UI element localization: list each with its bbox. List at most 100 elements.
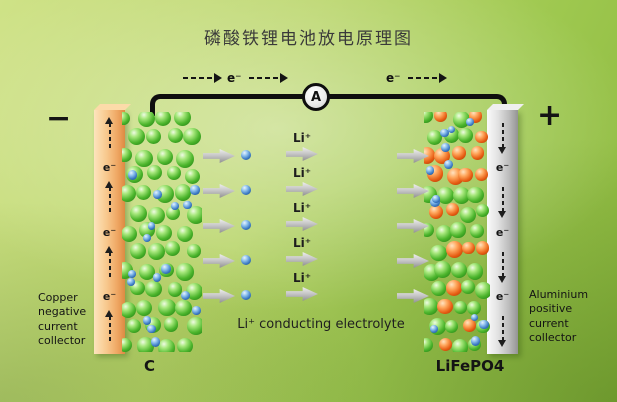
iron-phosphate-sphere	[434, 112, 447, 122]
electron-arrow-icon	[183, 73, 222, 83]
carbon-sphere	[167, 282, 183, 297]
carbon-sphere	[434, 260, 451, 278]
arrow-right-icon	[286, 286, 318, 302]
iron-phosphate-sphere	[474, 167, 489, 182]
carbon-sphere	[435, 225, 452, 242]
iron-phosphate-sphere	[470, 146, 485, 161]
collector-electron-label: e⁻	[102, 161, 117, 175]
graphite-electrode	[122, 112, 202, 352]
arrow-right-icon	[397, 183, 429, 199]
aluminium-caption: Aluminium positive current collector	[529, 288, 589, 344]
carbon-sphere	[136, 337, 154, 352]
carbon-sphere	[147, 206, 166, 225]
carbon-sphere	[135, 184, 151, 200]
carbon-sphere	[450, 222, 466, 238]
lithium-ion-sphere	[152, 190, 162, 199]
carbon-sphere	[168, 127, 184, 143]
carbon-sphere	[460, 280, 476, 295]
positive-terminal: +	[537, 98, 563, 133]
electron-flow-left: e⁻	[183, 71, 289, 85]
carbon-sphere	[122, 112, 130, 126]
negative-terminal: −	[46, 101, 72, 136]
lithium-ion-dot	[241, 290, 251, 300]
carbon-sphere	[176, 149, 195, 168]
lithium-ion-sphere	[161, 263, 171, 274]
lithium-ion-dot	[241, 185, 251, 195]
carbon-sphere	[135, 149, 153, 167]
electron-up-arrow-icon	[105, 117, 113, 149]
carbon-sphere	[122, 337, 133, 352]
carbon-sphere	[424, 298, 438, 316]
arrow-right-icon	[397, 253, 429, 269]
collector-electron-label: e⁻	[102, 225, 117, 239]
arrow-right-icon	[203, 148, 235, 164]
carbon-sphere	[122, 148, 132, 163]
lithium-ion-sphere	[171, 202, 179, 210]
carbon-sphere	[452, 187, 470, 205]
carbon-sphere	[466, 301, 481, 316]
carbon-sphere	[122, 225, 138, 243]
electron-up-arrow-icon	[105, 309, 113, 341]
carbon-sphere	[174, 184, 192, 201]
lithium-ion-sphere	[128, 269, 137, 278]
carbon-sphere	[426, 129, 443, 146]
lithium-ion-sphere	[150, 337, 161, 347]
carbon-sphere	[122, 262, 133, 280]
electron-down-arrow-icon	[498, 315, 506, 347]
carbon-sphere	[145, 129, 162, 145]
carbon-sphere	[424, 112, 433, 123]
collector-electron-label: e⁻	[495, 161, 510, 175]
ion-label-group: Li⁺	[286, 201, 318, 232]
carbon-sphere	[145, 280, 162, 297]
carbon-sphere	[137, 112, 155, 127]
carbon-sphere	[459, 206, 477, 224]
iron-phosphate-sphere	[458, 168, 473, 183]
carbon-sphere	[187, 206, 202, 225]
carbon-sphere	[146, 165, 162, 181]
iron-phosphate-sphere	[434, 148, 451, 165]
arrow-right-icon	[397, 148, 429, 164]
lithium-ion-sphere	[440, 143, 450, 152]
carbon-sphere	[175, 300, 192, 317]
carbon-sphere	[129, 242, 146, 259]
carbon-sphere	[424, 338, 433, 352]
collector-electron-label: e⁻	[102, 289, 117, 303]
arrow-right-icon	[286, 216, 318, 232]
collector-electron-label: e⁻	[495, 289, 510, 303]
ion-label-group: Li⁺	[286, 271, 318, 302]
lithium-ion-sphere	[470, 313, 479, 322]
carbon-sphere	[130, 205, 147, 223]
lithium-ion-sphere	[182, 200, 192, 210]
electron-down-arrow-icon	[498, 123, 506, 155]
lithium-ion-label: Li⁺	[292, 201, 312, 215]
lithium-ion-label: Li⁺	[292, 271, 312, 285]
carbon-sphere	[187, 244, 201, 258]
iron-phosphate-sphere	[429, 204, 444, 219]
carbon-sphere	[176, 337, 194, 352]
carbon-sphere	[474, 282, 490, 300]
iron-phosphate-sphere	[445, 280, 462, 297]
carbon-sphere	[453, 112, 471, 128]
ion-migration-row: Li⁺	[200, 236, 432, 273]
carbon-sphere	[157, 339, 175, 352]
lithium-ion-sphere	[466, 117, 475, 126]
lithium-ion-sphere	[147, 324, 156, 333]
iron-phosphate-sphere	[445, 203, 459, 217]
lithium-ion-sphere	[153, 273, 162, 282]
lithium-ion-dot	[241, 255, 251, 265]
electron-up-arrow-icon	[105, 245, 113, 277]
lithium-ion-sphere	[478, 319, 489, 330]
lithium-ion-sphere	[147, 222, 156, 230]
carbon-sphere	[148, 243, 165, 260]
lifepo4-electrode	[424, 112, 490, 352]
carbon-sphere	[167, 166, 182, 181]
copper-caption: Copper negative current collector	[38, 291, 87, 347]
electron-arrow-icon	[249, 73, 289, 83]
ion-label-group: Li⁺	[286, 166, 318, 197]
carbon-sphere	[158, 298, 176, 317]
iron-phosphate-sphere	[475, 241, 490, 255]
carbon-sphere	[450, 262, 468, 279]
carbon-sphere	[122, 185, 137, 203]
carbon-sphere	[430, 281, 446, 296]
carbon-sphere	[174, 112, 192, 126]
